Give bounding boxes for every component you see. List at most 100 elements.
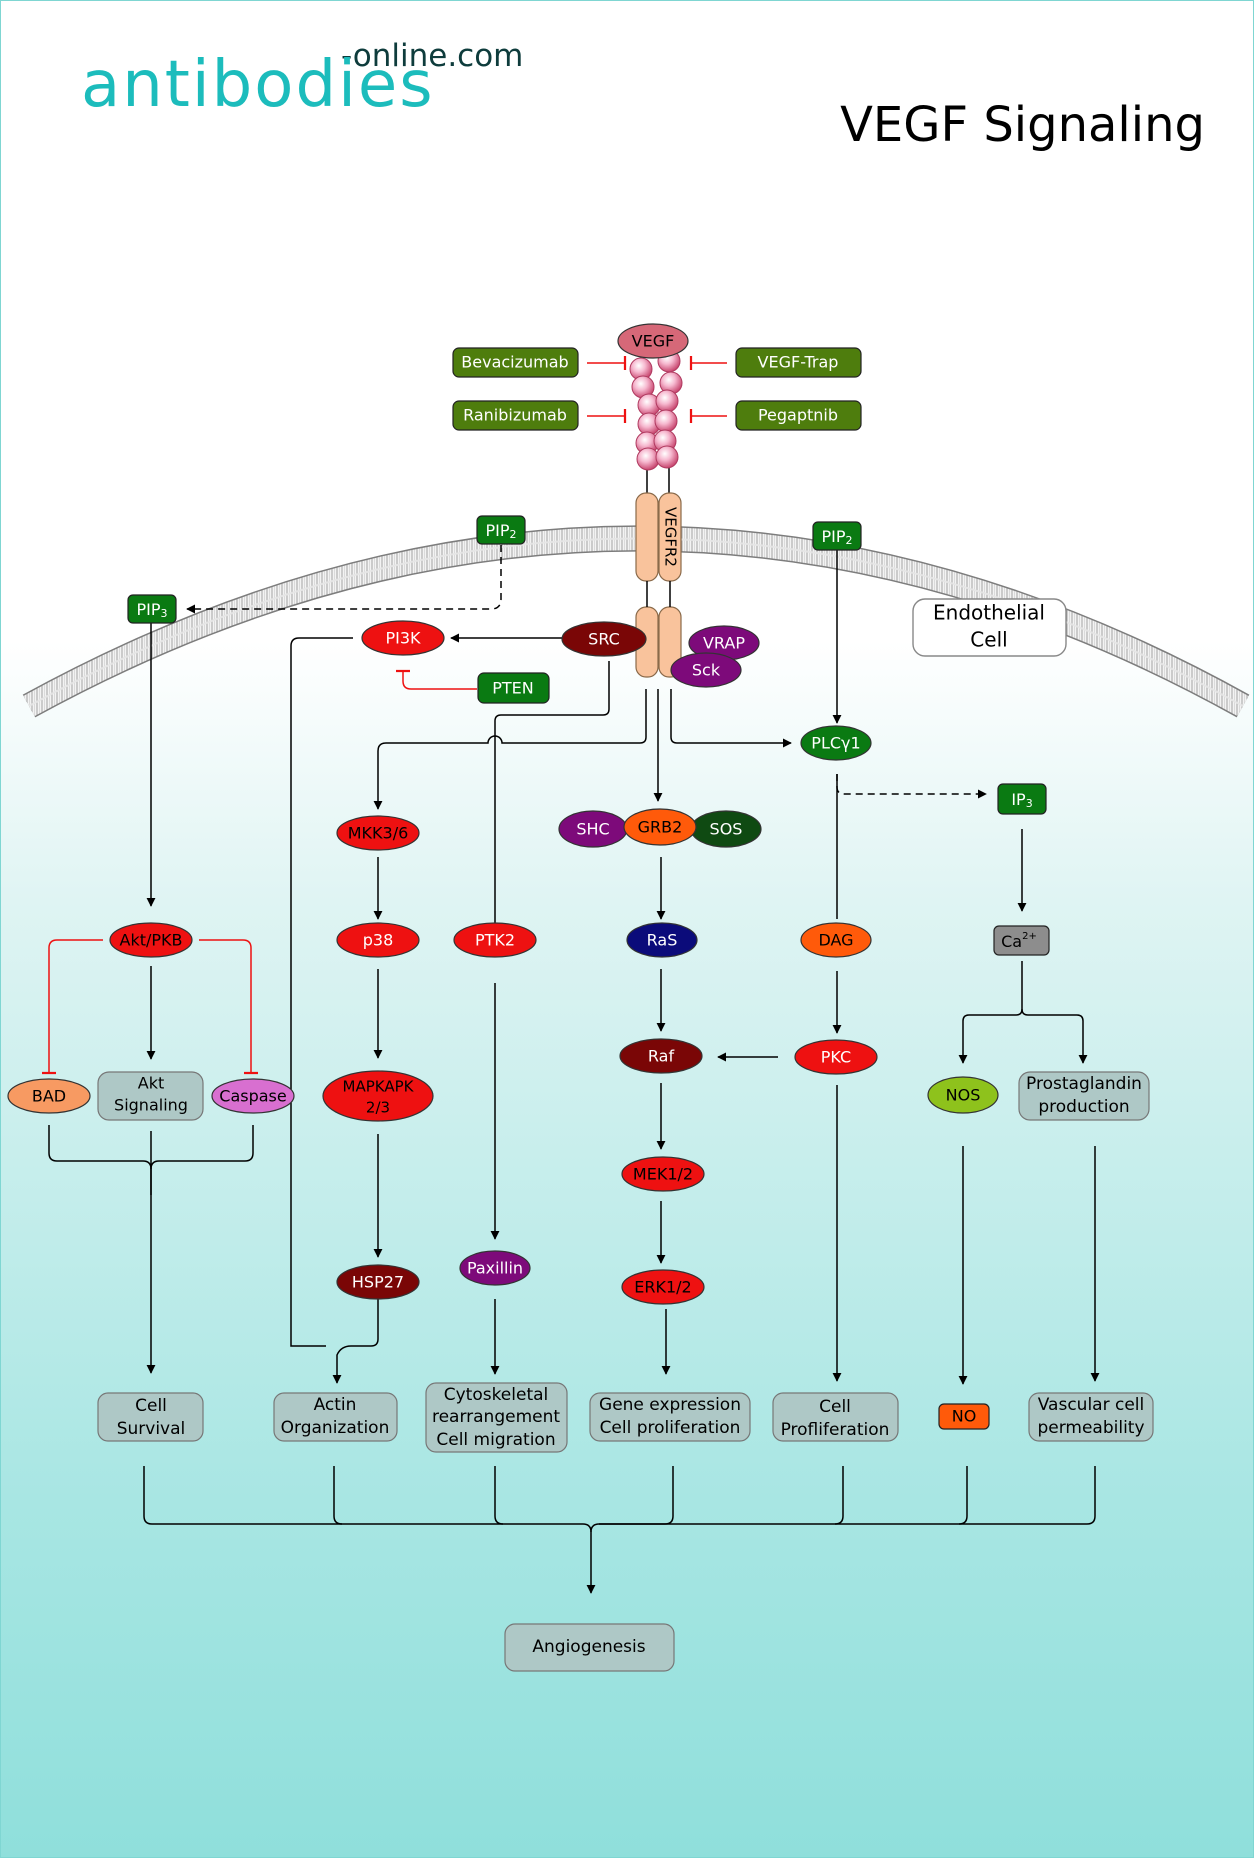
raf-node: Raf xyxy=(619,1038,703,1074)
akt-pkb-node: Akt/PKB xyxy=(109,922,193,958)
vegf-trap-label: VEGF-Trap xyxy=(758,353,839,372)
vegfr2-receptor: VEGFR2 xyxy=(635,441,682,678)
svg-text:PIP2: PIP2 xyxy=(485,521,516,542)
endothelial-cell-line1: Endothelial xyxy=(933,601,1045,625)
pten-node: PTEN xyxy=(477,672,550,704)
endothelial-cell-label: Endothelial Cell xyxy=(912,598,1067,657)
pkc-node: PKC xyxy=(794,1039,878,1075)
pten-label: PTEN xyxy=(492,679,534,698)
ptk2-node: PTK2 xyxy=(453,922,537,958)
pip2-right-subscript: 2 xyxy=(846,534,853,547)
sck-label: Sck xyxy=(692,661,721,680)
inhibition-lines xyxy=(42,669,477,1075)
mkk36-node: MKK3/6 xyxy=(336,815,420,851)
svg-text:Ca2+: Ca2+ xyxy=(1001,931,1037,951)
pip2-left-subscript: 2 xyxy=(510,528,517,541)
src-node: SRC xyxy=(561,621,647,657)
vrap-label: VRAP xyxy=(703,634,745,653)
no-label: NO xyxy=(952,1407,977,1426)
pip2-right-node: PIP2 xyxy=(812,521,862,551)
dag-node: DAG xyxy=(800,922,872,958)
ras-node: RaS xyxy=(626,922,698,958)
mapkapk-line1: MAPKAPK xyxy=(343,1078,415,1096)
akt-signaling-node: Akt Signaling xyxy=(97,1071,204,1121)
cell-survival-line2: Survival xyxy=(117,1419,186,1439)
logo: antibodies xyxy=(81,48,435,122)
pathway-connectors xyxy=(48,545,1100,1594)
pip3-subscript: 3 xyxy=(161,607,168,620)
endothelial-cell-line2: Cell xyxy=(970,628,1007,652)
gene-expression-line1: Gene expression xyxy=(599,1395,741,1415)
vegfr2-label: VEGFR2 xyxy=(662,507,680,567)
cytoskeletal-line2: rearrangement xyxy=(432,1407,560,1427)
caspase-label: Caspase xyxy=(219,1087,286,1106)
cytoskeletal-box: Cytoskeletal rearrangement Cell migratio… xyxy=(425,1382,568,1453)
shc-label: SHC xyxy=(576,820,609,839)
caspase-node: Caspase xyxy=(211,1078,295,1114)
mek12-label: MEK1/2 xyxy=(633,1165,693,1184)
no-node: NO xyxy=(938,1403,990,1430)
pip2-left-label: PIP xyxy=(485,521,509,540)
pip2-left-node: PIP2 xyxy=(476,515,526,545)
vascular-permeability-line1: Vascular cell xyxy=(1038,1395,1145,1415)
pkc-label: PKC xyxy=(821,1048,851,1067)
prostaglandin-line2: production xyxy=(1038,1097,1129,1117)
cell-proliferation-line1: Cell xyxy=(819,1397,851,1417)
akt-pkb-label: Akt/PKB xyxy=(120,931,183,950)
bad-node: BAD xyxy=(7,1078,91,1114)
svg-text:IP3: IP3 xyxy=(1011,790,1032,811)
prostaglandin-node: Prostaglandin production xyxy=(1018,1071,1150,1121)
logo-suffix: -online.com xyxy=(341,38,524,74)
pip3-label: PIP xyxy=(136,600,160,619)
angiogenesis-label: Angiogenesis xyxy=(532,1637,645,1657)
paxillin-node: Paxillin xyxy=(459,1250,531,1286)
ca2-node: Ca2+ xyxy=(993,925,1050,956)
angiogenesis-box: Angiogenesis xyxy=(504,1623,675,1672)
src-label: SRC xyxy=(588,630,620,649)
ip3-subscript: 3 xyxy=(1026,797,1033,810)
pegaptnib-node: Pegaptnib xyxy=(735,400,862,431)
grb2-label: GRB2 xyxy=(638,818,683,837)
prostaglandin-line1: Prostaglandin xyxy=(1026,1074,1142,1094)
cell-survival-line1: Cell xyxy=(135,1396,167,1416)
cell-survival-box: Cell Survival xyxy=(97,1392,204,1442)
plcg1-label: PLCγ1 xyxy=(811,734,860,753)
ranibizumab-node: Ranibizumab xyxy=(452,400,579,431)
ptk2-label: PTK2 xyxy=(475,931,515,950)
gene-expression-box: Gene expression Cell proliferation xyxy=(589,1392,751,1442)
mkk36-label: MKK3/6 xyxy=(348,824,409,843)
bevacizumab-node: Bevacizumab xyxy=(452,347,579,378)
paxillin-label: Paxillin xyxy=(467,1259,523,1278)
ras-label: RaS xyxy=(647,931,678,950)
cytoskeletal-line1: Cytoskeletal xyxy=(444,1385,549,1405)
hsp27-node: HSP27 xyxy=(336,1264,420,1300)
pi3k-label: PI3K xyxy=(385,629,421,648)
actin-organization-line1: Actin xyxy=(314,1395,357,1415)
ca2-label: Ca xyxy=(1001,932,1022,951)
erk12-node: ERK1/2 xyxy=(621,1269,705,1305)
nos-node: NOS xyxy=(927,1076,999,1114)
sos-label: SOS xyxy=(710,820,743,839)
dag-label: DAG xyxy=(818,931,853,950)
cytoskeletal-line3: Cell migration xyxy=(436,1430,555,1450)
ca2-superscript: 2+ xyxy=(1022,931,1037,942)
hsp27-label: HSP27 xyxy=(352,1273,404,1292)
actin-organization-box: Actin Organization xyxy=(273,1392,398,1442)
vascular-permeability-box: Vascular cell permeability xyxy=(1028,1392,1154,1442)
bad-label: BAD xyxy=(32,1087,66,1106)
vascular-permeability-line2: permeability xyxy=(1037,1418,1144,1438)
bevacizumab-label: Bevacizumab xyxy=(461,353,568,372)
page-title: VEGF Signaling xyxy=(840,97,1205,153)
svg-text:PIP2: PIP2 xyxy=(821,527,852,548)
plcg1-node: PLCγ1 xyxy=(800,725,872,761)
cell-proliferation-line2: Profliferation xyxy=(781,1420,890,1440)
grb2-node: GRB2 xyxy=(623,808,697,846)
vegf-ligand-beads xyxy=(629,349,683,471)
vegf-trap-node: VEGF-Trap xyxy=(735,347,862,378)
erk12-label: ERK1/2 xyxy=(634,1278,691,1297)
ranibizumab-label: Ranibizumab xyxy=(463,406,567,425)
nos-label: NOS xyxy=(946,1086,981,1105)
ip3-label: IP xyxy=(1011,790,1026,809)
